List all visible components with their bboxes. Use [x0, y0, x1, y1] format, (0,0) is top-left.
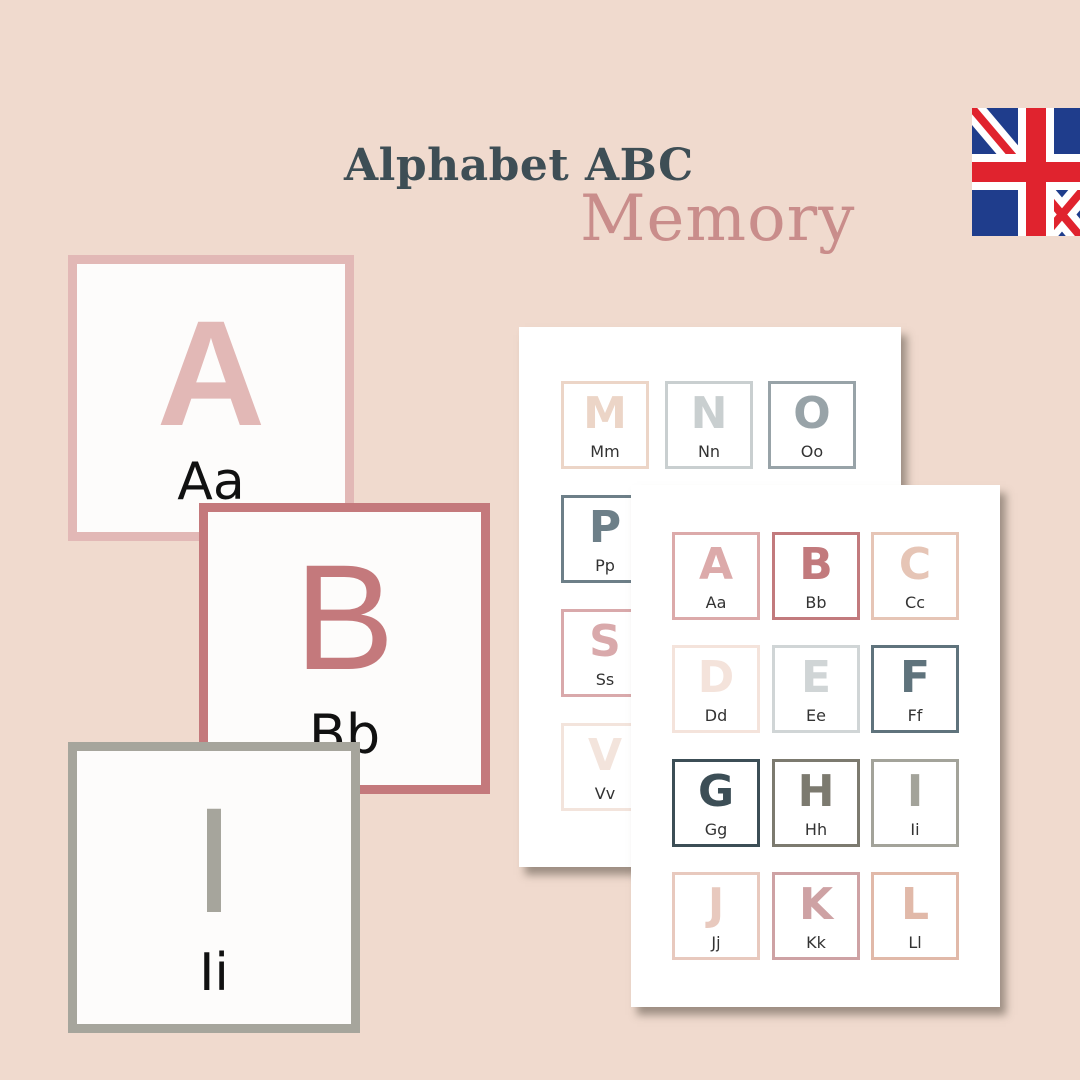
letter-tile-a: A Aa [672, 532, 760, 620]
flashcard-letter: B [294, 533, 395, 701]
tile-letter: K [798, 879, 834, 930]
tile-letter: P [588, 502, 622, 553]
letter-tile-i: I Ii [871, 759, 959, 847]
tile-label: Aa [705, 593, 727, 612]
flashcard-a: A Aa [68, 255, 354, 541]
tile-label: Hh [804, 820, 828, 839]
tile-letter: L [900, 879, 930, 930]
tile-label: Kk [806, 933, 826, 952]
letter-tile-n: N Nn [665, 381, 753, 469]
tile-label: Gg [704, 820, 728, 839]
flashcard-label: Aa [177, 452, 245, 512]
tile-letter: B [799, 539, 833, 590]
tile-letter: N [690, 388, 728, 439]
tile-letter: M [583, 388, 627, 439]
tile-letter: H [797, 766, 835, 817]
tile-label: Vv [594, 784, 616, 803]
tile-letter: F [899, 652, 931, 703]
page-subtitle: Memory [580, 182, 856, 256]
tile-letter: A [698, 539, 734, 590]
tile-letter: O [793, 388, 831, 439]
letter-tile-g: G Gg [672, 759, 760, 847]
tile-label: Ss [595, 670, 615, 689]
letter-tile-c: C Cc [871, 532, 959, 620]
letter-tile-o: O Oo [768, 381, 856, 469]
letter-tile-d: D Dd [672, 645, 760, 733]
flashcard-label: Ii [199, 943, 229, 1003]
tile-label: Ff [907, 706, 923, 725]
letter-tile-f: F Ff [871, 645, 959, 733]
letter-tile-s: S Ss [561, 609, 649, 697]
tile-label: Ii [910, 820, 920, 839]
letter-tile-m: M Mm [561, 381, 649, 469]
flashcard-letter: A [156, 289, 266, 457]
letter-tile-k: K Kk [772, 872, 860, 960]
letter-tile-b: B Bb [772, 532, 860, 620]
tile-label: Ll [908, 933, 922, 952]
tile-label: Mm [590, 442, 620, 461]
tile-label: Oo [800, 442, 824, 461]
flashcard-i: I Ii [68, 742, 360, 1033]
tile-letter: G [697, 766, 735, 817]
uk-flag-icon [972, 108, 1080, 236]
tile-label: Pp [595, 556, 615, 575]
tile-label: Jj [711, 933, 721, 952]
tile-letter: V [587, 730, 623, 781]
tile-label: Bb [805, 593, 827, 612]
page-title: Alphabet ABC [344, 140, 694, 191]
tile-label: Dd [704, 706, 728, 725]
tile-label: Nn [697, 442, 721, 461]
tile-label: Ee [806, 706, 826, 725]
flashcard-letter: I [193, 776, 235, 944]
letter-tile-j: J Jj [672, 872, 760, 960]
tile-letter: S [589, 616, 621, 667]
letter-tile-l: L Ll [871, 872, 959, 960]
tile-label: Cc [905, 593, 925, 612]
tile-letter: D [697, 652, 735, 703]
tile-letter: I [906, 766, 924, 817]
tile-letter: J [707, 879, 725, 930]
letter-tile-h: H Hh [772, 759, 860, 847]
tile-letter: E [800, 652, 832, 703]
tile-letter: C [898, 539, 932, 590]
letter-tile-e: E Ee [772, 645, 860, 733]
